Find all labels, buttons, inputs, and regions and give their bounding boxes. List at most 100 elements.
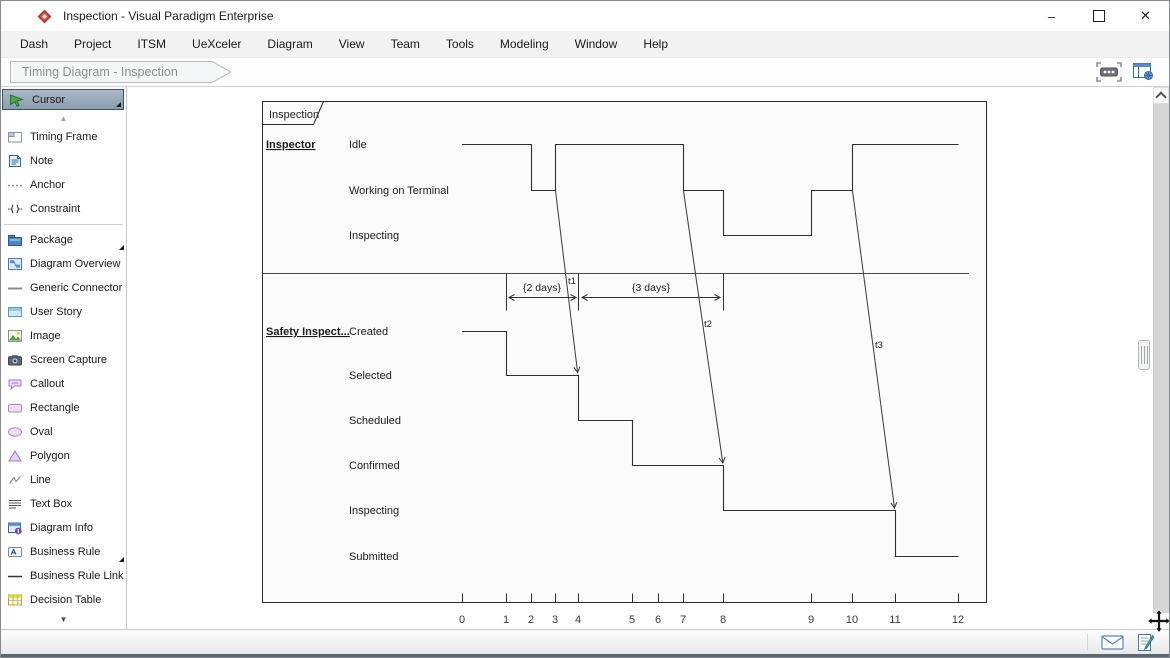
menu-item-diagram[interactable]: Diagram <box>267 37 313 51</box>
menu-item-tools[interactable]: Tools <box>445 37 474 51</box>
tool-timing-frame[interactable]: Timing Frame <box>1 125 126 149</box>
menu-item-modeling[interactable]: Modeling <box>499 37 549 51</box>
diagram-canvas[interactable]: Inspection Inspector Idle Working on Ter… <box>127 87 1153 629</box>
window-bottom-strip <box>1 654 1169 657</box>
lifeline-inspector[interactable]: Inspector Idle Working on Terminal Inspe… <box>266 139 959 242</box>
tool-label: Package <box>30 234 73 246</box>
tool-label: Anchor <box>30 179 65 191</box>
tool-cursor[interactable]: Cursor <box>2 89 124 110</box>
menu-item-help[interactable]: Help <box>643 37 668 51</box>
menu-item-view[interactable]: View <box>338 37 365 51</box>
message-t1-line[interactable] <box>555 190 581 374</box>
diagram-frame[interactable]: Inspection <box>262 101 987 603</box>
tool-note[interactable]: Note <box>1 149 126 173</box>
inspector-waveform[interactable] <box>462 143 959 237</box>
tool-business-rule-link[interactable]: Business Rule Link <box>1 564 126 588</box>
palette-scroll-down[interactable]: ▼ <box>1 613 126 626</box>
tool-oval[interactable]: Oval <box>1 420 126 444</box>
minimize-icon: – <box>1047 8 1056 24</box>
timing-diagram: Inspection Inspector Idle Working on Ter… <box>262 101 987 626</box>
lifeline-name[interactable]: Inspector <box>266 139 316 151</box>
business-rule-link-icon <box>6 568 24 584</box>
duration-constraints[interactable]: {2 days} {3 days} <box>506 273 724 311</box>
constraint-label[interactable]: {2 days} <box>523 282 561 294</box>
message-label[interactable]: t3 <box>875 340 883 351</box>
user-story-icon <box>6 304 24 320</box>
message-t3-line[interactable] <box>852 190 898 510</box>
lifeline-safety-inspection[interactable]: Safety Inspect... Created Selected Sched… <box>266 326 959 563</box>
palette-scroll-up[interactable]: ▲ <box>1 112 126 125</box>
state-label[interactable]: Submitted <box>349 551 399 563</box>
tool-image[interactable]: Image <box>1 324 126 348</box>
tool-anchor[interactable]: Anchor <box>1 173 126 197</box>
axis-tick-label: 12 <box>952 614 964 626</box>
tool-screen-capture[interactable]: Screen Capture <box>1 348 126 372</box>
vertical-scrollbar[interactable] <box>1153 87 1169 629</box>
safety-inspection-waveform[interactable] <box>462 330 959 558</box>
message-t2-line[interactable] <box>683 190 726 465</box>
tool-user-story[interactable]: User Story <box>1 300 126 324</box>
breadcrumb-label: Timing Diagram - Inspection <box>22 65 178 79</box>
state-label[interactable]: Selected <box>349 370 392 382</box>
state-label[interactable]: Idle <box>349 139 367 151</box>
tool-generic-connector[interactable]: Generic Connector <box>1 276 126 300</box>
scroll-down-icon: ▼ <box>59 615 68 624</box>
state-label[interactable]: Inspecting <box>349 230 399 242</box>
decision-table-icon <box>6 592 24 608</box>
tool-callout[interactable]: Callout <box>1 372 126 396</box>
tool-package[interactable]: Package <box>1 228 126 252</box>
scroll-up-icon: ▲ <box>59 114 68 123</box>
tool-constraint[interactable]: Constraint <box>1 197 126 221</box>
tool-diagram-overview[interactable]: Diagram Overview <box>1 252 126 276</box>
selection-handles-icon[interactable] <box>1096 62 1122 82</box>
scroll-up-button[interactable] <box>1153 87 1169 104</box>
menu-item-uexceler[interactable]: UeXceler <box>192 37 242 51</box>
mail-icon[interactable] <box>1101 634 1124 650</box>
tool-polygon[interactable]: Polygon <box>1 444 126 468</box>
axis-tick-label: 8 <box>720 614 726 626</box>
state-label[interactable]: Confirmed <box>349 460 400 472</box>
state-label[interactable]: Created <box>349 326 388 338</box>
state-label[interactable]: Working on Terminal <box>349 185 449 197</box>
oval-icon <box>6 424 24 440</box>
window-controls: – ✕ <box>1028 1 1169 31</box>
axis-tick-label: 10 <box>846 614 858 626</box>
time-messages[interactable]: t1 t2 t3 <box>555 190 898 510</box>
tool-label: Diagram Info <box>30 522 93 534</box>
state-label[interactable]: Inspecting <box>349 505 399 517</box>
lifeline-name[interactable]: Safety Inspect... <box>266 326 350 338</box>
message-label[interactable]: t2 <box>704 319 712 330</box>
state-label[interactable]: Scheduled <box>349 415 401 427</box>
tool-business-rule[interactable]: Business Rule <box>1 540 126 564</box>
menu-item-window[interactable]: Window <box>574 37 618 51</box>
panel-collapse-handle[interactable] <box>1138 340 1150 370</box>
menu-item-project[interactable]: Project <box>74 37 112 51</box>
timing-frame-icon <box>6 129 24 145</box>
edit-document-icon[interactable] <box>1137 633 1155 652</box>
tool-label: Business Rule <box>30 546 101 558</box>
maximize-button[interactable] <box>1075 1 1122 31</box>
image-icon <box>6 328 24 344</box>
status-separator <box>1087 634 1088 650</box>
constraint-label[interactable]: {3 days} <box>632 282 670 294</box>
panel-settings-icon[interactable] <box>1132 62 1155 82</box>
diagram-overview-icon <box>6 256 24 272</box>
message-label[interactable]: t1 <box>568 276 576 287</box>
menu-item-itsm[interactable]: ITSM <box>137 37 167 51</box>
maximize-icon <box>1092 10 1105 22</box>
menu-item-team[interactable]: Team <box>390 37 420 51</box>
axis-tick-label: 9 <box>808 614 814 626</box>
tool-palette: Cursor ▲ Timing Frame Note A <box>1 87 127 629</box>
menu-item-dash[interactable]: Dash <box>20 37 49 51</box>
tool-text-box[interactable]: Text Box <box>1 492 126 516</box>
tool-decision-table[interactable]: Decision Table <box>1 588 126 612</box>
breadcrumb[interactable]: Timing Diagram - Inspection <box>9 60 235 84</box>
flyout-triangle-icon <box>116 102 121 107</box>
business-rule-icon <box>6 544 24 560</box>
tool-diagram-info[interactable]: Diagram Info <box>1 516 126 540</box>
close-button[interactable]: ✕ <box>1122 1 1169 31</box>
tool-rectangle[interactable]: Rectangle <box>1 396 126 420</box>
scrollbar-track[interactable] <box>1153 104 1169 613</box>
minimize-button[interactable]: – <box>1028 1 1075 31</box>
tool-line[interactable]: Line <box>1 468 126 492</box>
